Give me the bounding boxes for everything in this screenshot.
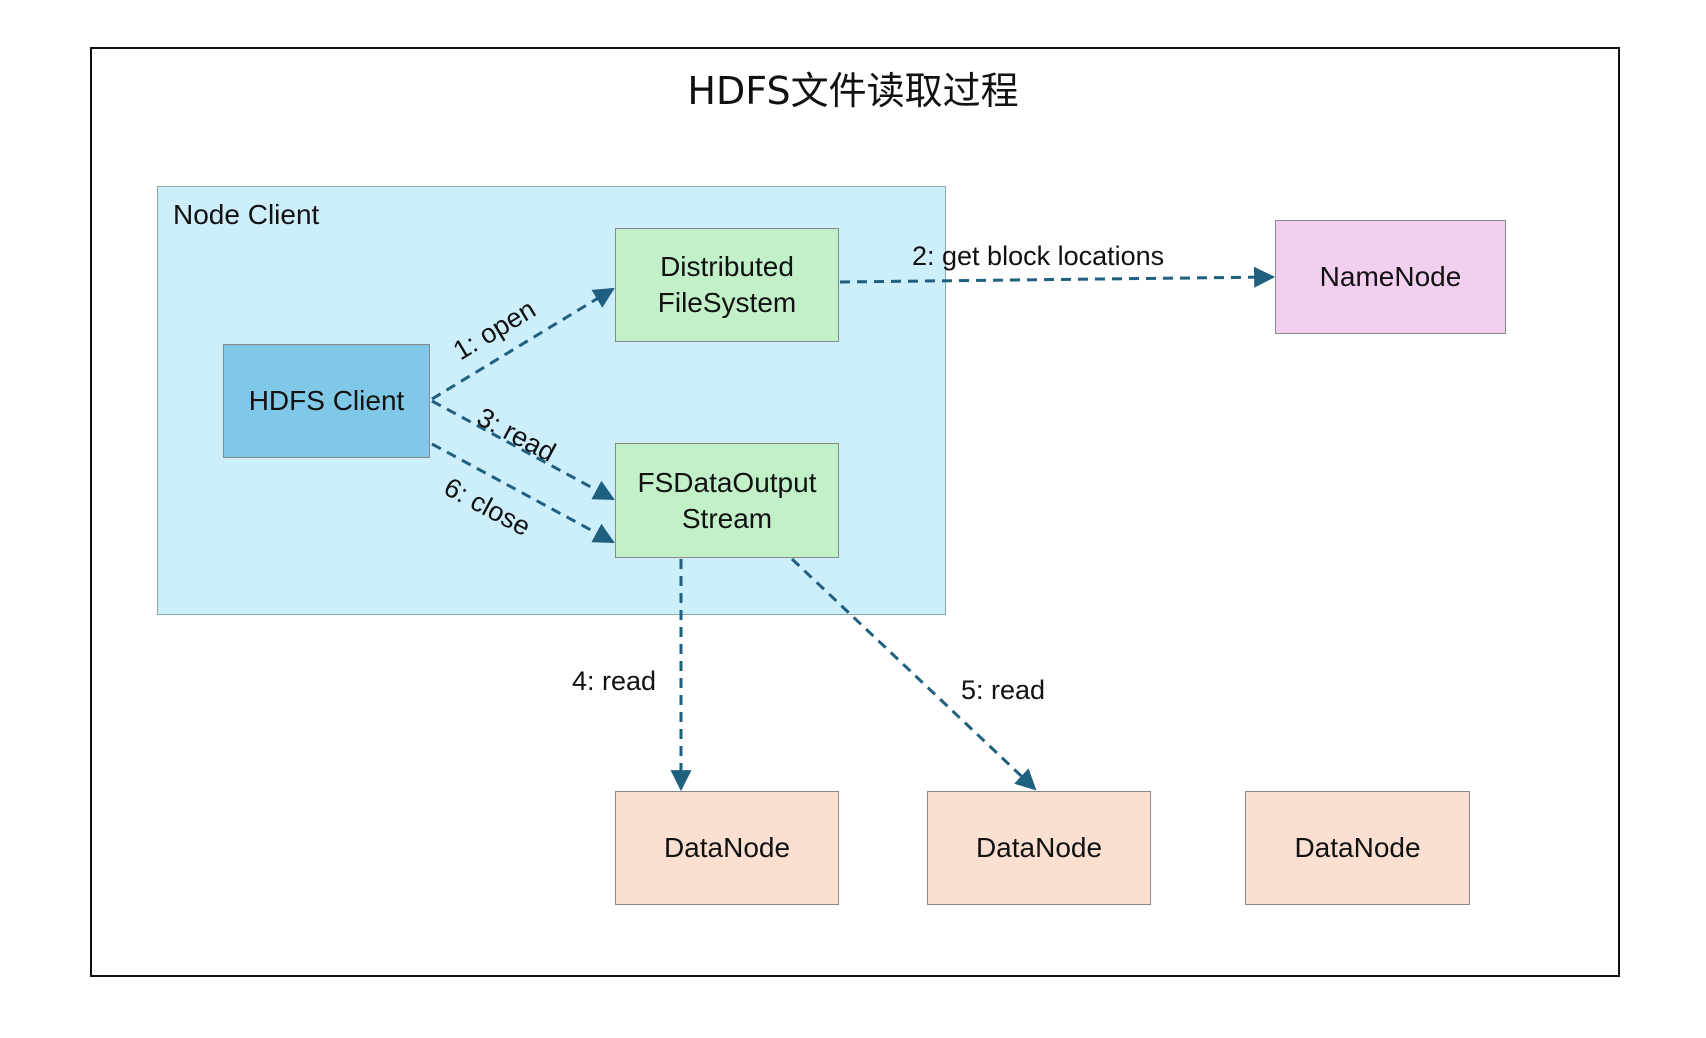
edge-open — [431, 287, 615, 401]
edge-label-read-dn1: 4: read — [572, 666, 657, 696]
edge-get-block-locations — [839, 266, 1276, 288]
diagram-frame — [90, 47, 1620, 977]
edge-read-stream — [431, 399, 615, 501]
distributed-filesystem-node: Distributed FileSystem — [615, 228, 839, 342]
node-client-label: Node Client — [173, 199, 320, 230]
datanode-2: DataNode — [927, 791, 1151, 905]
diagram-title: HDFS文件读取过程 — [687, 69, 1019, 113]
datanode-3: DataNode — [1245, 791, 1470, 905]
hdfs-client-node: HDFS Client — [223, 344, 430, 458]
edge-close — [431, 442, 615, 544]
datanode-1: DataNode — [615, 791, 839, 905]
fsdata-stream-node: FSDataOutput Stream — [615, 443, 839, 558]
edge-label-get-block-locations: 2: get block locations — [912, 241, 1165, 271]
namenode-node: NameNode — [1275, 220, 1506, 334]
edge-read-dn2 — [790, 557, 1037, 791]
edge-label-read-dn2: 5: read — [961, 675, 1046, 705]
